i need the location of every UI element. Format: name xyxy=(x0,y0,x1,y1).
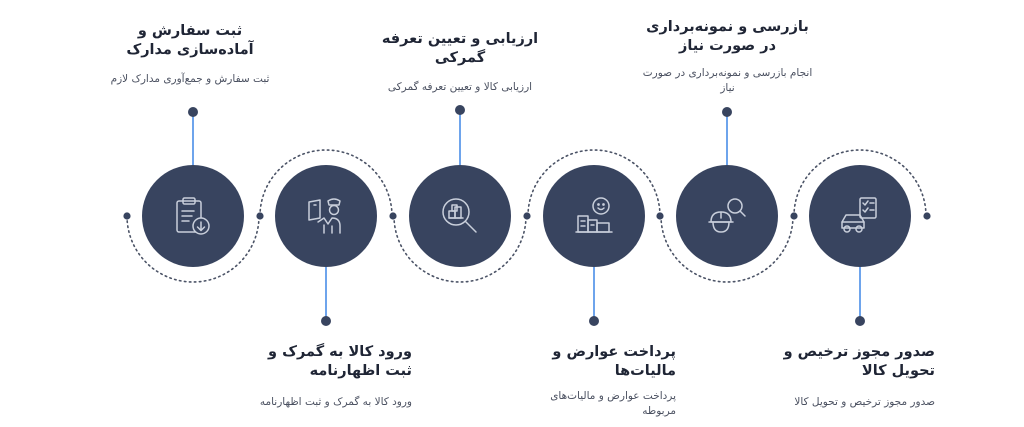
side-dot-7 xyxy=(923,212,931,220)
step-description: ثبت سفارش و جمع‌آوری مدارک لازم xyxy=(110,73,270,85)
customs-officer-icon xyxy=(308,198,341,234)
step-description: صدور مجوز ترخیص و تحویل کالا xyxy=(794,396,935,408)
step-title: ورود کالا به گمرک و ثبت اظهارنامه xyxy=(268,344,412,379)
side-dot-3 xyxy=(389,212,397,220)
dot-step-6 xyxy=(855,316,865,326)
dotted-arc-step-1 xyxy=(126,215,260,283)
step-title: بازرسی و نمونه‌برداری در صورت نیاز xyxy=(646,19,809,54)
dot-step-2 xyxy=(321,316,331,326)
step-4-label: پرداخت عوارض و مالیات‌ها پرداخت عوارض و … xyxy=(496,343,676,419)
dot-step-3 xyxy=(455,105,465,115)
step-title: ارزیابی و تعیین تعرفه گمرکی xyxy=(381,31,539,66)
magnifier-boxes-icon xyxy=(442,198,477,233)
step-5-node xyxy=(676,165,778,267)
dot-step-4 xyxy=(589,316,599,326)
step-2-node xyxy=(275,165,377,267)
dotted-arc-step-4 xyxy=(527,149,661,217)
step-1-node xyxy=(142,165,244,267)
step-2-label: ورود کالا به گمرک و ثبت اظهارنامه ورود ک… xyxy=(240,343,412,410)
clipboard-download-icon xyxy=(176,197,210,235)
step-4-node xyxy=(543,165,645,267)
side-dot-2 xyxy=(256,212,264,220)
step-description: ارزیابی کالا و تعیین تعرفه گمرکی xyxy=(387,81,533,93)
step-6-label: صدور مجوز ترخیص و تحویل کالا صدور مجوز ت… xyxy=(775,343,935,410)
side-dot-1 xyxy=(123,212,131,220)
step-3-label: ارزیابی و تعیین تعرفه گمرکی ارزیابی کالا… xyxy=(374,30,546,95)
step-description: انجام بازرسی و نمونه‌برداری در صورت نیاز xyxy=(642,67,813,94)
side-dot-4 xyxy=(523,212,531,220)
step-title: صدور مجوز ترخیص و تحویل کالا xyxy=(783,344,935,379)
step-1-label: ثبت سفارش و آماده‌سازی مدارک ثبت سفارش و… xyxy=(100,22,280,87)
side-dot-6 xyxy=(790,212,798,220)
step-title: پرداخت عوارض و مالیات‌ها xyxy=(552,344,676,379)
step-description: ورود کالا به گمرک و ثبت اظهارنامه xyxy=(259,396,412,408)
side-dot-5 xyxy=(656,212,664,220)
step-description: پرداخت عوارض و مالیات‌های مربوطه xyxy=(550,390,676,417)
dotted-arc-step-2 xyxy=(259,149,393,217)
step-title: ثبت سفارش و آماده‌سازی مدارک xyxy=(126,23,254,58)
inspector-magnifier-icon xyxy=(708,198,746,233)
dot-step-5 xyxy=(722,107,732,117)
car-checklist-icon xyxy=(841,197,877,233)
dotted-arc-step-3 xyxy=(393,215,527,283)
step-3-node xyxy=(409,165,511,267)
dotted-arc-step-6 xyxy=(793,149,927,217)
step-5-label: بازرسی و نمونه‌برداری در صورت نیاز انجام… xyxy=(640,18,815,96)
smiley-buildings-icon xyxy=(575,197,613,233)
step-6-node xyxy=(809,165,911,267)
dot-step-1 xyxy=(188,107,198,117)
dotted-arc-step-5 xyxy=(660,215,794,283)
